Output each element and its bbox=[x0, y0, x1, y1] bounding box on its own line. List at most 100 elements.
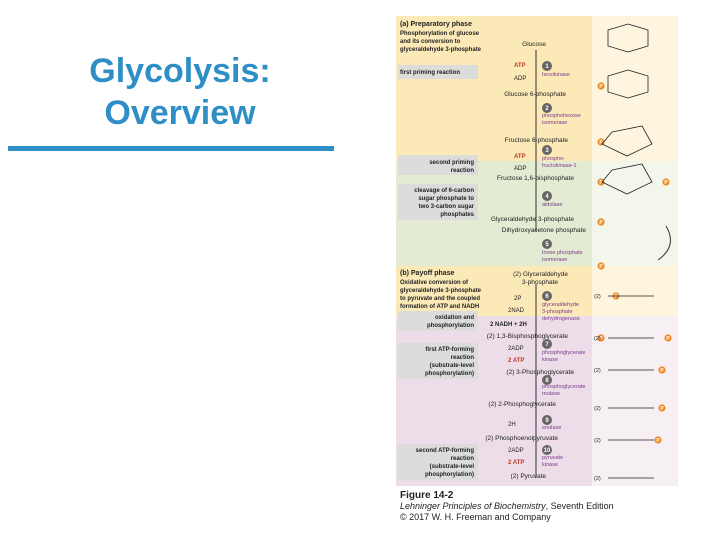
metabolite-2-phosphoglycerate: (2) 2-Phosphoglycerate bbox=[488, 401, 556, 408]
multiplier-label: (2) bbox=[594, 336, 601, 342]
metabolite-3-phosphoglycerate: (2) 3-Phosphoglycerate bbox=[506, 369, 574, 376]
multiplier-label: (2) bbox=[594, 476, 601, 482]
step-number: 2 bbox=[545, 106, 549, 112]
side-label-first-atp-3: (substrate-level bbox=[430, 363, 475, 369]
enzyme-gapdh-2: 3-phosphate bbox=[542, 309, 573, 315]
step-number: 1 bbox=[545, 64, 549, 70]
step-number: 5 bbox=[545, 242, 549, 248]
cofactor-2pi: 2P bbox=[514, 296, 521, 302]
step-circle bbox=[542, 445, 552, 455]
step-number: 8 bbox=[545, 378, 549, 384]
glucose-ring-structure bbox=[601, 23, 653, 195]
side-label-second-atp-1: second ATP-forming bbox=[416, 448, 475, 454]
side-label-first-atp-1: first ATP-forming bbox=[425, 347, 474, 353]
phase-b-desc-4: formation of ATP and NADH bbox=[400, 304, 479, 310]
multiplier-label: (2) bbox=[594, 368, 601, 374]
metabolite-fructose-6-phosphate: Fructose 6-phosphate bbox=[505, 137, 569, 144]
metabolite-pyruvate: (2) Pyruvate bbox=[511, 473, 547, 480]
enzyme-aldolase: aldolase bbox=[542, 202, 563, 208]
phosphate-symbol: P bbox=[599, 264, 603, 270]
side-label-oxidation-2: phosphorylation bbox=[427, 323, 474, 329]
enzyme-pfk1-1: phospho- bbox=[542, 156, 565, 162]
side-label-cleavage-3: two 3-carbon sugar bbox=[419, 204, 475, 210]
step-circle bbox=[542, 239, 552, 249]
side-label-second-priming-1: second priming bbox=[429, 160, 474, 166]
enzyme-pk-2: kinase bbox=[542, 462, 558, 468]
side-label-box bbox=[398, 311, 478, 331]
side-label-first-priming: first priming reaction bbox=[400, 70, 460, 76]
slide-title-line-2: Overview bbox=[104, 94, 256, 132]
side-label-cleavage-4: phosphates bbox=[440, 212, 474, 218]
title-underline bbox=[8, 146, 334, 151]
phosphate-symbol: P bbox=[660, 406, 664, 412]
cofactor-atp: ATP bbox=[514, 63, 526, 69]
phosphate-symbol: P bbox=[599, 140, 603, 146]
cofactor-2atp: 2 ATP bbox=[508, 358, 524, 364]
phosphate-marker bbox=[597, 334, 605, 342]
side-label-box bbox=[398, 65, 478, 79]
multiplier-label: (2) bbox=[594, 294, 601, 300]
phosphate-symbol: P bbox=[656, 438, 660, 444]
phosphate-marker bbox=[597, 82, 605, 90]
side-label-second-atp-3: (substrate-level bbox=[430, 464, 475, 470]
metabolite-payoff-gap-2: 3-phosphate bbox=[522, 279, 559, 286]
figure-number: Figure 14-2 bbox=[400, 490, 454, 501]
step-circle bbox=[542, 145, 552, 155]
enzyme-phosphohexose-isomerase-1: phosphohexose bbox=[542, 113, 581, 119]
enzyme-pgm-1: phosphoglycerate bbox=[542, 384, 585, 390]
enzyme-pgk-2: kinase bbox=[542, 357, 558, 363]
side-label-first-atp-4: phosphorylation) bbox=[425, 371, 474, 377]
side-label-second-priming-2: reaction bbox=[451, 168, 475, 174]
phase-b-desc-3: to pyruvate and the coupled bbox=[400, 296, 480, 302]
enzyme-gapdh-3: dehydrogenase bbox=[542, 316, 580, 322]
phase-b-desc-2: glyceraldehyde 3-phosphate bbox=[400, 288, 482, 294]
phosphate-symbol: P bbox=[614, 294, 618, 300]
step-circle bbox=[542, 375, 552, 385]
step-circle bbox=[542, 415, 552, 425]
side-label-box bbox=[398, 343, 478, 379]
phosphate-symbol: P bbox=[599, 336, 603, 342]
phosphate-marker bbox=[654, 436, 662, 444]
enzyme-pgm-2: mutase bbox=[542, 391, 560, 397]
phase-b-desc-1: Oxidative conversion of bbox=[400, 280, 469, 286]
enzyme-tpi-2: isomerase bbox=[542, 257, 567, 263]
metabolite-glucose: Glucose bbox=[522, 41, 546, 48]
phase-a-title: (a) Preparatory phase bbox=[400, 21, 472, 28]
side-label-cleavage-2: sugar phosphate to bbox=[418, 196, 474, 202]
cofactor-adp-2: ADP bbox=[514, 166, 526, 172]
phosphate-marker bbox=[664, 334, 672, 342]
step-number: 3 bbox=[545, 148, 549, 154]
phosphate-symbol: P bbox=[599, 220, 603, 226]
slide-title: Glycolysis: Overview bbox=[30, 50, 330, 134]
enzyme-pfk1-2: fructokinase-1 bbox=[542, 163, 577, 169]
phosphate-symbol: P bbox=[599, 180, 603, 186]
phase-a-desc-1: Phosphorylation of glucose bbox=[400, 31, 480, 37]
step-circle bbox=[542, 61, 552, 71]
enzyme-gapdh-1: glyceraldehyde bbox=[542, 302, 579, 308]
step-number: 7 bbox=[545, 342, 549, 348]
book-edition: , Seventh Edition bbox=[545, 501, 614, 511]
step-circle bbox=[542, 291, 552, 301]
glycolysis-figure: (a) Preparatory phase Phosphorylation of… bbox=[396, 16, 678, 486]
phosphate-marker bbox=[597, 178, 605, 186]
cofactor-2atp-2: 2 ATP bbox=[508, 460, 524, 466]
metabolite-glucose-6-phosphate: Glucose 6-phosphate bbox=[504, 91, 566, 98]
phosphate-marker bbox=[662, 178, 670, 186]
phase-a-desc-3: glyceraldehyde 3-phosphate bbox=[400, 47, 482, 53]
enzyme-phosphohexose-isomerase-2: isomerase bbox=[542, 120, 567, 126]
phosphate-marker bbox=[658, 404, 666, 412]
phosphate-marker bbox=[597, 262, 605, 270]
step-circle bbox=[542, 191, 552, 201]
metabolite-glyceraldehyde-3-phosphate: Glyceraldehyde 3-phosphate bbox=[491, 216, 574, 223]
phase-b-title: (b) Payoff phase bbox=[400, 270, 455, 277]
side-label-box bbox=[398, 155, 478, 175]
enzyme-hexokinase: hexokinase bbox=[542, 72, 570, 78]
multiplier-label: (2) bbox=[594, 438, 601, 444]
side-label-cleavage-1: cleavage of 6-carbon bbox=[414, 188, 474, 194]
cofactor-adp: ADP bbox=[514, 76, 526, 82]
cofactor-2h2o: 2H bbox=[508, 422, 516, 428]
cofactor-2adp: 2ADP bbox=[508, 346, 524, 352]
book-title: Lehninger Principles of Biochemistry bbox=[400, 501, 546, 511]
side-label-oxidation-1: oxidation and bbox=[435, 315, 474, 321]
